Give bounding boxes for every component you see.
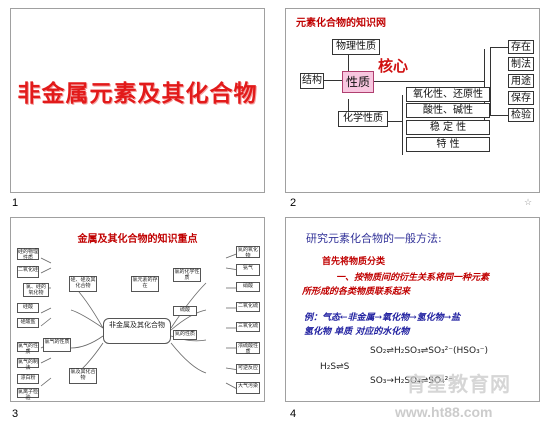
mindmap-node: 氮的氧化物	[236, 246, 260, 259]
slide-4-eq1: SO₂⇌H₂SO₃⇌SO₃²⁻(HSO₃⁻)	[370, 346, 488, 356]
slide-2-title: 元素化合物的知识网	[296, 18, 386, 29]
slide-4-sub2b: 所形成的各类物质联系起来	[302, 287, 411, 297]
slide-2-corner-mark: ☆	[524, 197, 533, 207]
mindmap-node: 氯气的性质	[17, 342, 39, 355]
connector-line	[402, 95, 403, 155]
connector-line	[374, 81, 484, 82]
slide-3-title: 金属及其化合物的知识重点	[77, 234, 198, 245]
mindmap-center: 非金属及其化合物	[103, 318, 171, 344]
slide-4-thumbnail[interactable]: 研究元素化合物的一般方法: 首先将物质分类 一、按物质间的衍生关系将同一种元素 …	[285, 217, 540, 402]
physical-property-box: 物理性质	[332, 39, 380, 55]
connector-line	[490, 115, 508, 116]
slide-4-sub1: 首先将物质分类	[322, 257, 386, 267]
chemical-property-box: 化学性质	[338, 111, 388, 127]
right-item-storage: 保存	[508, 91, 534, 105]
mindmap-node: 漂白粉	[17, 374, 39, 384]
mindmap-left-branch: 硅、硅及其化合物	[69, 276, 97, 292]
mindmap-node: 氯离子检验	[17, 388, 39, 401]
mindmap-left-branch: 氯及其化合物	[69, 368, 97, 384]
core-label: 核心	[378, 57, 409, 75]
slide-4-sub2a: 一、按物质间的衍生关系将同一种元素	[336, 273, 490, 283]
right-item-test: 检验	[508, 108, 534, 122]
slide-2-number: 2	[290, 197, 297, 209]
slide-4-eq3: SO₃→H₂SO₄⇌SO₄²⁻	[370, 376, 454, 386]
mindmap-node: 二氧化硅	[17, 266, 39, 278]
slide-4-example2: 氢化物 单质 对应的水化物	[304, 327, 410, 337]
mindmap-node: 二氧化硫	[236, 302, 260, 312]
watermark-url: www.ht88.com	[395, 404, 493, 420]
mindmap-connectors	[40, 252, 240, 391]
slide-3-number: 3	[12, 408, 19, 420]
mindmap-node: 硅酸	[17, 303, 39, 313]
chem-item-redox: 氧化性、还原性	[406, 87, 490, 102]
right-item-preparation: 制法	[508, 57, 534, 71]
slide-3-thumbnail[interactable]: 金属及其化合物的知识重点 非金属及其化合物 硅、硅及其化合物 氯、硅的氧化物 氯…	[10, 217, 265, 402]
mindmap-node: 硅的物理性质	[17, 248, 39, 261]
right-item-existence: 存在	[508, 40, 534, 54]
connector-line	[348, 55, 349, 77]
mindmap-node: 可逆反应	[236, 364, 260, 374]
chem-item-special: 特 性	[406, 137, 490, 152]
watermark-logo-text: 育星教育网	[406, 372, 511, 396]
connector-line	[490, 47, 508, 48]
structure-box: 结构	[300, 73, 324, 89]
mindmap-right-branch: 氯元素的存在	[131, 276, 159, 292]
mindmap-node: 氨气	[236, 264, 260, 276]
mindmap-left-branch: 氯、硅的氧化物	[23, 283, 49, 297]
slide-2-thumbnail[interactable]: 元素化合物的知识网 物理性质 核心 结构 性质 化学性质 氧化性、还原性 酸性、…	[285, 8, 540, 193]
mindmap-node: 硅酸盐	[17, 318, 39, 328]
slide-1-thumbnail[interactable]: 非金属元素及其化合物	[10, 8, 265, 193]
slide-4-heading: 研究元素化合物的一般方法:	[306, 232, 442, 245]
connector-line	[484, 49, 485, 121]
slide-1-title: 非金属元素及其化合物	[17, 81, 258, 107]
property-box: 性质	[342, 71, 374, 93]
mindmap-left-branch: 氯气的性质	[43, 338, 71, 352]
slide-4-example: 例：气态←非金属→氧化物→氢化物→盐	[304, 313, 461, 323]
slide-4-eq2: H₂S⇌S	[320, 362, 350, 372]
mindmap-node: 氯气的制法	[17, 358, 39, 371]
connector-line	[322, 80, 342, 81]
mindmap-node: 大气污染	[236, 382, 260, 394]
mindmap-right-branch: 氯的化学性质	[173, 268, 201, 282]
mindmap-node: 浓硫酸性质	[236, 342, 260, 355]
mindmap-node: 三氧化硫	[236, 322, 260, 332]
chem-item-stability: 稳 定 性	[406, 120, 490, 135]
slide-1-number: 1	[12, 197, 19, 209]
slide-4-number: 4	[290, 408, 297, 420]
mindmap-right-branch: 硫酸	[173, 306, 197, 316]
connector-line	[348, 99, 349, 119]
right-item-use: 用途	[508, 74, 534, 88]
chem-item-acid-base: 酸性、碱性	[406, 103, 490, 118]
connector-line	[490, 47, 491, 115]
mindmap-node: 硝酸	[236, 282, 260, 292]
mindmap-right-branch: 氮的性质	[173, 330, 197, 340]
